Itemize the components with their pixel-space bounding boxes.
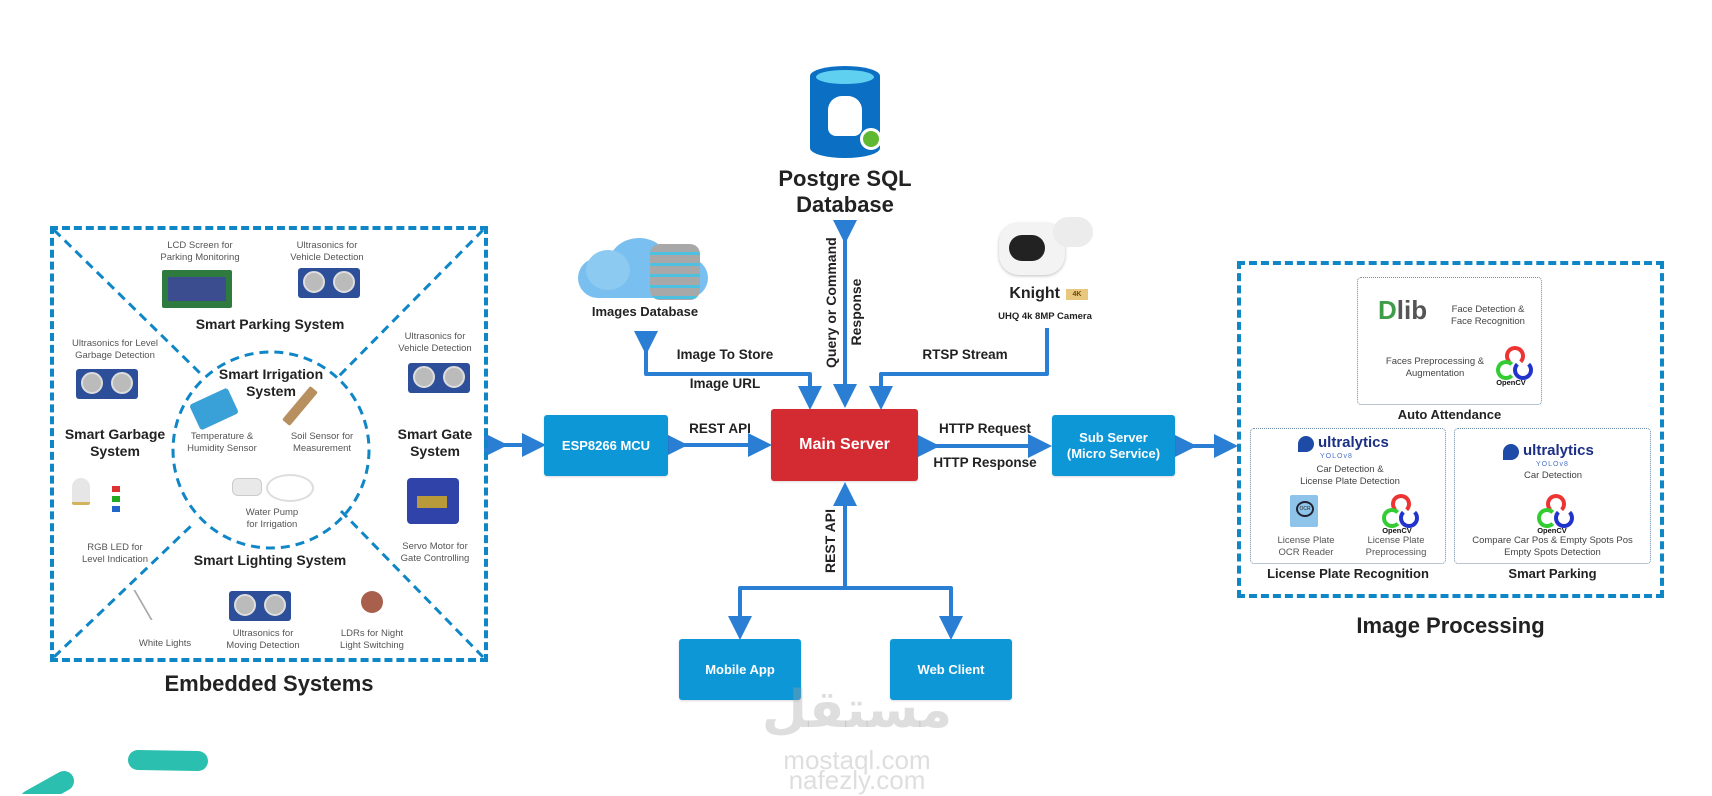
label-rtsp-stream: RTSP Stream	[922, 347, 1008, 362]
smart-parking-title: Smart Parking System	[195, 316, 345, 332]
faces-preprocessing-label: Faces Preprocessing & Augmentation	[1385, 356, 1485, 379]
ocr-badge-text: OCR	[1296, 501, 1314, 517]
arrow-camera-main	[869, 328, 1049, 410]
camera-desc: UHQ 4k 8MP Camera	[998, 311, 1092, 322]
elephant-icon	[828, 96, 862, 136]
security-camera-icon	[997, 217, 1095, 275]
led-circuit-icon	[98, 484, 138, 514]
image-processing-box	[1237, 261, 1664, 598]
smart-garbage-title: Smart Garbage System	[64, 426, 166, 459]
opencv-text: OpenCV	[1537, 526, 1567, 535]
parking-item-ultrasonic-label: Ultrasonics for Vehicle Detection	[290, 240, 364, 263]
opencv-logo-icon: OpenCV	[1380, 494, 1419, 535]
camera-name: Knight	[1009, 285, 1060, 302]
watermark-arabic: مستقل	[761, 681, 953, 739]
smart-parking-ip-title: Smart Parking	[1508, 566, 1597, 581]
smart-parking-panel	[1454, 428, 1651, 564]
arrow-main-mobile	[728, 586, 845, 640]
postgres-label: Postgre SQL Database	[778, 166, 912, 217]
ultralytics-brand: ultralytics	[1523, 442, 1594, 459]
irrigation-item-pump-label: Water Pump for Irrigation	[245, 507, 299, 530]
divider-diagonal-tl	[52, 228, 205, 378]
lcd-screen-icon	[162, 270, 232, 308]
label-query-command: Query or Command	[823, 237, 839, 368]
postgres-db-icon	[810, 66, 882, 158]
smart-lighting-title: Smart Lighting System	[193, 552, 347, 568]
irrigation-item-temp-label: Temperature & Humidity Sensor	[187, 431, 257, 454]
label-image-url: Image URL	[689, 376, 761, 391]
gate-item-ultrasonic-label: Ultrasonics for Vehicle Detection	[398, 331, 472, 354]
lp-preprocessing-label: License Plate Preprocessing	[1365, 535, 1427, 558]
servo-motor-icon	[407, 478, 459, 524]
smart-gate-title: Smart Gate System	[397, 426, 473, 459]
mobile-app-node[interactable]: Mobile App	[679, 639, 801, 700]
dlib-logo-icon: Dlib	[1378, 295, 1428, 325]
watermark-nafezly: nafezly.com	[788, 765, 926, 795]
label-http-response: HTTP Response	[933, 455, 1037, 470]
ultralytics-logo-icon	[1298, 436, 1314, 452]
label-clients-rest: REST API	[822, 508, 838, 574]
opencv-text: OpenCV	[1382, 526, 1412, 535]
camera-4k-badge: 4K	[1066, 289, 1088, 300]
green-badge-icon	[860, 128, 882, 150]
opencv-logo-icon: OpenCV	[1535, 494, 1574, 535]
rgb-led-icon	[72, 478, 90, 505]
sub-server-node[interactable]: Sub Server (Micro Service)	[1052, 415, 1175, 476]
ultralytics-brand: ultralytics	[1318, 434, 1389, 451]
yolov8-text: YOLOv8	[1320, 453, 1353, 460]
arrow-main-imagesdb	[634, 331, 822, 410]
image-processing-title: Image Processing	[1356, 613, 1545, 638]
label-image-to-store: Image To Store	[676, 347, 774, 362]
water-pump-icon	[232, 478, 262, 496]
sp-description-label: Compare Car Pos & Empty Spots Pos Empty …	[1472, 535, 1633, 558]
face-detection-label: Face Detection & Face Recognition	[1451, 304, 1525, 327]
opencv-logo-icon: OpenCV	[1494, 346, 1533, 387]
label-http-request: HTTP Request	[938, 421, 1031, 436]
images-db-label: Images Database	[591, 304, 699, 319]
ultrasonic-sensor-icon	[76, 369, 138, 399]
ultralytics-logo-icon	[1503, 444, 1519, 460]
auto-attendance-title: Auto Attendance	[1397, 407, 1502, 422]
ocr-reader-label: License Plate OCR Reader	[1277, 535, 1335, 558]
irrigation-circle	[171, 350, 371, 550]
label-esp-main-rest: REST API	[689, 421, 751, 436]
garbage-item-ultrasonic-label: Ultrasonics for Level Garbage Detection	[71, 338, 159, 361]
parking-item-lcd-label: LCD Screen for Parking Monitoring	[160, 240, 240, 263]
ldr-icon	[361, 591, 383, 613]
divider-diagonal-br	[339, 509, 485, 659]
smart-irrigation-title: Smart Irrigation System	[218, 366, 324, 399]
garbage-item-rgb-label: RGB LED for Level Indication	[81, 542, 149, 565]
esp8266-node[interactable]: ESP8266 MCU	[544, 415, 668, 476]
license-plate-title: License Plate Recognition	[1267, 566, 1429, 581]
ultrasonic-sensor-icon	[298, 268, 360, 298]
auto-attendance-panel	[1357, 277, 1542, 405]
web-client-node[interactable]: Web Client	[890, 639, 1012, 700]
database-stack-icon	[650, 244, 700, 300]
license-plate-panel	[1250, 428, 1446, 564]
ocr-reader-icon: OCR	[1290, 495, 1318, 527]
ultrasonic-sensor-icon	[408, 363, 470, 393]
dlib-logo-text: lib	[1396, 295, 1428, 325]
decor-stroke-2	[22, 771, 74, 794]
divider-diagonal-bl	[52, 523, 194, 659]
lighting-item-white-label: White Lights	[138, 638, 192, 649]
water-hose-icon	[266, 474, 314, 502]
embedded-systems-box	[50, 226, 488, 662]
opencv-text: OpenCV	[1496, 378, 1526, 387]
divider-diagonal-tr	[337, 228, 485, 378]
main-server-node[interactable]: Main Server	[771, 409, 918, 481]
label-response: Response	[848, 278, 864, 346]
gate-item-servo-label: Servo Motor for Gate Controlling	[400, 541, 470, 564]
irrigation-item-soil-label: Soil Sensor for Measurement	[290, 431, 354, 454]
yolov8-text: YOLOv8	[1536, 461, 1569, 468]
lighting-item-ultrasonic-label: Ultrasonics for Moving Detection	[226, 628, 300, 651]
ultrasonic-sensor-icon	[229, 591, 291, 621]
arrow-main-web	[845, 586, 963, 640]
decor-stroke-1	[128, 750, 208, 771]
embedded-systems-title: Embedded Systems	[164, 671, 374, 696]
lp-detection-label: Car Detection & License Plate Detection	[1300, 464, 1400, 487]
lighting-item-ldr-label: LDRs for Night Light Switching	[340, 628, 404, 651]
sp-detection-label: Car Detection	[1523, 470, 1583, 481]
watermark-mostaql: mostaql.com	[783, 745, 931, 775]
